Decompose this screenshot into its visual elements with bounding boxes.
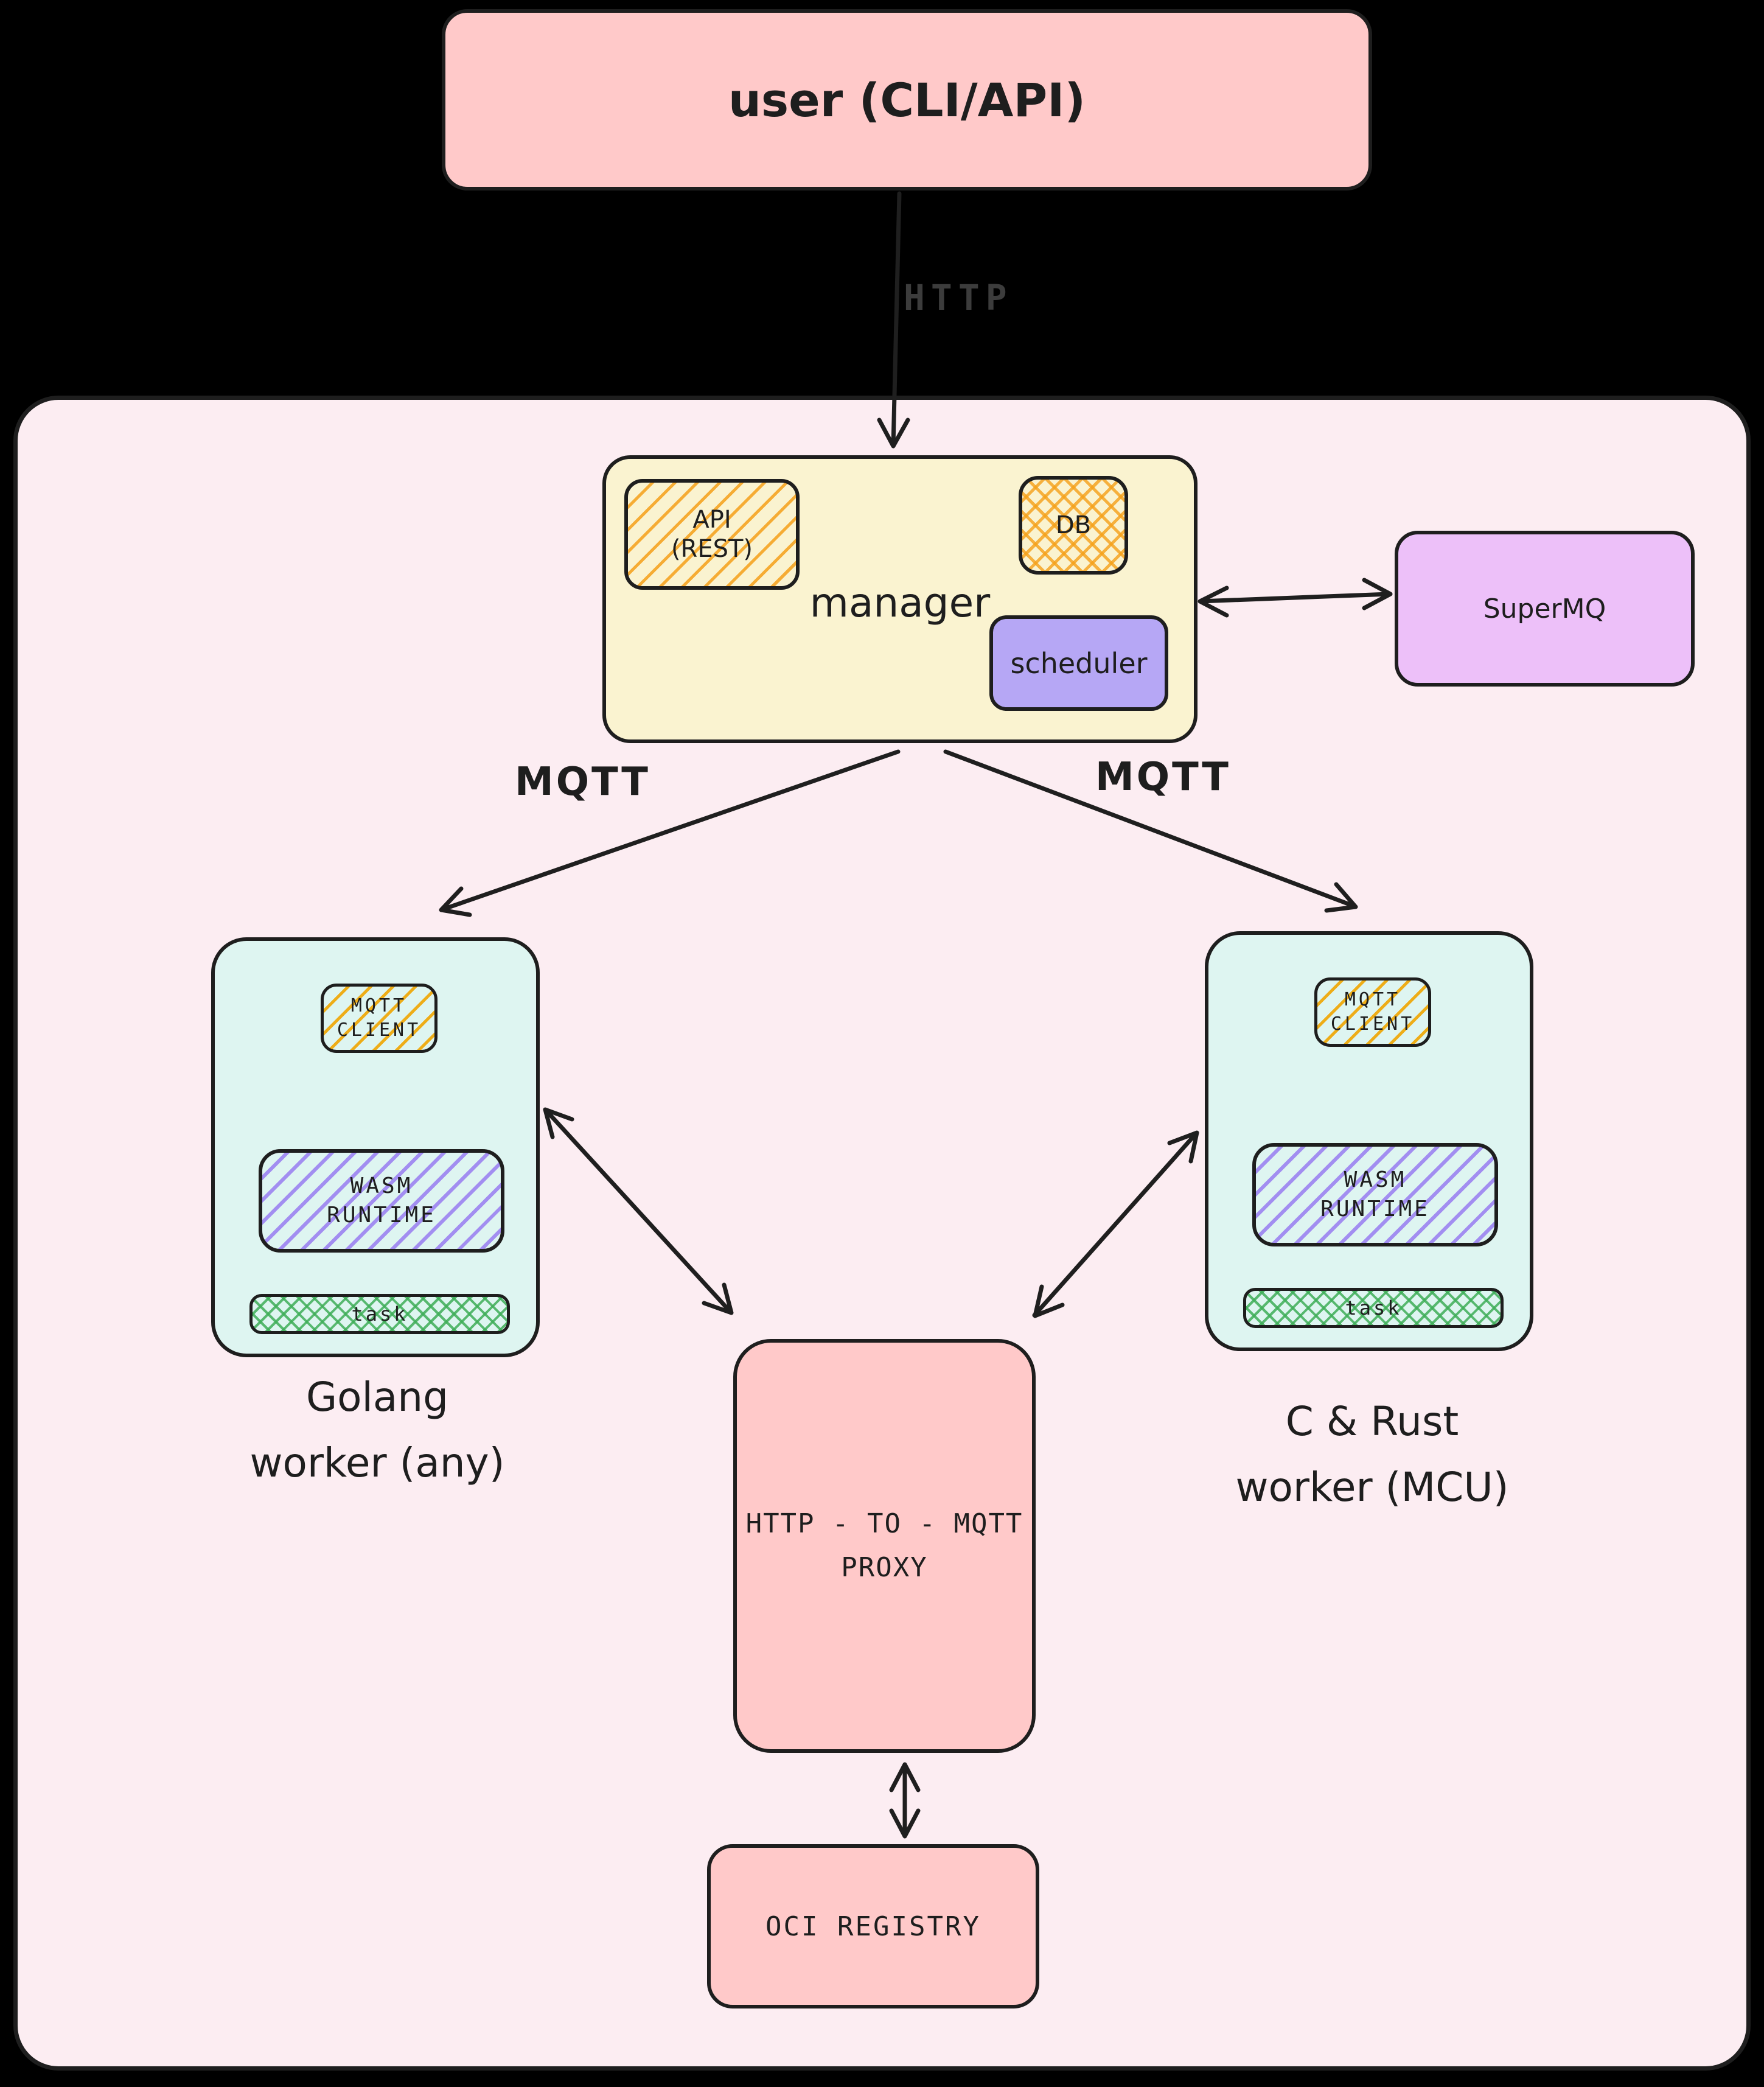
node-db: DB xyxy=(1019,476,1128,575)
task-label: task xyxy=(351,1302,408,1326)
proxy-label-line1: HTTP - TO - MQTT xyxy=(745,1508,1023,1539)
api-label-line1: API xyxy=(692,506,731,534)
wasm-label-line1: WASM xyxy=(1344,1167,1407,1192)
node-c-rust-worker: MQTT CLIENT WASM RUNTIME task xyxy=(1205,931,1533,1351)
scheduler-label: scheduler xyxy=(1010,646,1148,680)
node-task-mcu: task xyxy=(1243,1288,1504,1328)
caption-mcu-line2: worker (MCU) xyxy=(1235,1464,1509,1511)
caption-golang-line2: worker (any) xyxy=(249,1439,505,1486)
node-mqtt-client-golang: MQTT CLIENT xyxy=(321,984,438,1053)
node-supermq: SuperMQ xyxy=(1395,531,1695,687)
db-label: DB xyxy=(1055,511,1092,539)
wasm-label-line2: RUNTIME xyxy=(327,1203,436,1228)
node-task-golang: task xyxy=(249,1294,510,1334)
node-user-label: user (CLI/API) xyxy=(728,72,1086,127)
mqtt-client-label-line2: CLIENT xyxy=(336,1019,422,1041)
supermq-label: SuperMQ xyxy=(1483,593,1606,624)
edge-label-mqtt-left: MQTT xyxy=(515,760,650,805)
node-scheduler: scheduler xyxy=(989,615,1168,711)
oci-label: OCI REGISTRY xyxy=(765,1910,981,1942)
node-wasm-runtime-mcu: WASM RUNTIME xyxy=(1252,1143,1498,1246)
node-api-rest: API (REST) xyxy=(624,479,800,590)
caption-golang-worker: Golang worker (any) xyxy=(207,1365,548,1496)
node-user: user (CLI/API) xyxy=(442,9,1372,191)
caption-mcu-line1: C & Rust xyxy=(1285,1398,1459,1445)
edge-label-mqtt-right: MQTT xyxy=(1095,755,1231,800)
mqtt-client-label-line1: MQTT xyxy=(350,995,408,1016)
proxy-label-line2: PROXY xyxy=(841,1552,928,1583)
api-label-line2: (REST) xyxy=(671,535,753,563)
node-manager: manager API (REST) DB scheduler xyxy=(602,455,1197,743)
node-mqtt-client-mcu: MQTT CLIENT xyxy=(1314,977,1431,1047)
wasm-label-line1: WASM xyxy=(350,1173,413,1198)
edge-label-http: HTTP xyxy=(904,277,1013,318)
node-http-to-mqtt-proxy: HTTP - TO - MQTT PROXY xyxy=(733,1339,1036,1753)
mqtt-client-label-line2: CLIENT xyxy=(1330,1013,1415,1035)
node-manager-label: manager xyxy=(809,579,991,626)
mqtt-client-label-line1: MQTT xyxy=(1344,989,1401,1010)
caption-golang-line1: Golang xyxy=(305,1374,449,1421)
node-wasm-runtime-golang: WASM RUNTIME xyxy=(259,1149,504,1253)
caption-c-rust-worker: C & Rust worker (MCU) xyxy=(1202,1389,1543,1520)
node-golang-worker: MQTT CLIENT WASM RUNTIME task xyxy=(211,937,540,1357)
node-oci-registry: OCI REGISTRY xyxy=(707,1844,1039,2008)
task-label: task xyxy=(1345,1296,1402,1320)
wasm-label-line2: RUNTIME xyxy=(1320,1197,1430,1222)
